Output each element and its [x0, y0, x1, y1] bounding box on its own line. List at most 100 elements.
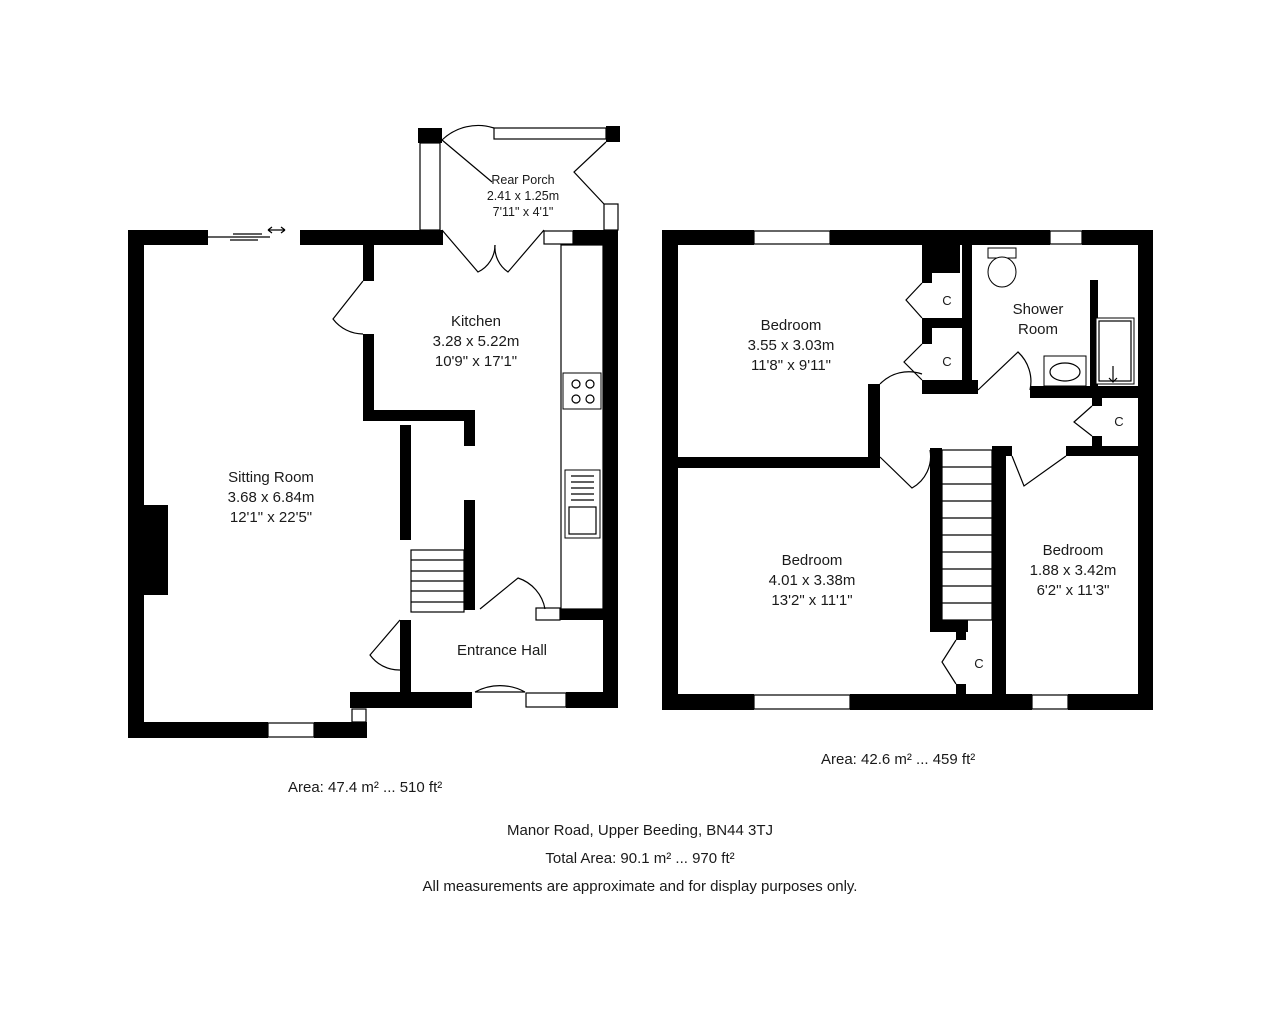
- chimney-breast-icon: [144, 505, 168, 595]
- door-swing: [332, 280, 364, 335]
- sitting-room-imperial: 12'1" x 22'5": [230, 509, 312, 526]
- door-swing: [941, 639, 957, 685]
- wall: [922, 318, 964, 328]
- wall: [922, 245, 932, 283]
- door-swing: [474, 685, 526, 693]
- wall: [128, 230, 144, 738]
- first-floor-area: Area: 42.6 m² ... 459 ft²: [821, 751, 976, 768]
- wall: [363, 245, 374, 281]
- wall: [128, 230, 208, 245]
- kitchen-metric: 3.28 x 5.22m: [433, 333, 520, 350]
- shower-room-line-1: Shower: [1013, 301, 1064, 318]
- door-swing: [905, 282, 923, 319]
- bedroom-3-name: Bedroom: [1043, 542, 1104, 559]
- bedroom-3-imperial: 6'2" x 11'3": [1037, 582, 1110, 599]
- hob-icon: [562, 372, 602, 410]
- wall: [400, 620, 411, 692]
- ground-floor-plan: [128, 124, 620, 738]
- wall: [1082, 230, 1153, 245]
- porch-window: [493, 127, 607, 140]
- wall: [1066, 446, 1138, 456]
- window: [543, 230, 574, 245]
- sliding-door-arrow-icon: [267, 226, 286, 234]
- door-swing: [479, 577, 546, 610]
- wall: [1092, 398, 1102, 406]
- window: [267, 722, 315, 738]
- entrance-hall-name: Entrance Hall: [457, 642, 547, 659]
- door-swing: [977, 351, 1032, 391]
- wall: [1090, 280, 1098, 386]
- door-swing: [879, 449, 932, 489]
- bedroom-2-imperial: 13'2" x 11'1": [771, 592, 852, 609]
- wall: [932, 245, 960, 273]
- wall: [606, 126, 620, 142]
- window: [753, 230, 831, 245]
- cupboard-label: C: [1114, 414, 1123, 429]
- door-swing: [1011, 455, 1067, 487]
- shower-tray-icon: [1095, 317, 1135, 385]
- bedroom-1-metric: 3.55 x 3.03m: [748, 337, 835, 354]
- wall: [662, 230, 678, 710]
- wall: [1030, 386, 1138, 398]
- wall: [560, 609, 618, 620]
- kitchen-name: Kitchen: [451, 313, 501, 330]
- ground-floor-area: Area: 47.4 m² ... 510 ft²: [288, 779, 443, 796]
- wall: [956, 684, 966, 694]
- door-swing: [441, 124, 495, 183]
- window: [525, 692, 567, 708]
- worktop: [560, 244, 604, 610]
- wall: [662, 230, 754, 245]
- wall: [363, 410, 475, 421]
- wall: [300, 230, 443, 245]
- door-swing: [369, 619, 401, 671]
- wall: [868, 384, 880, 468]
- door-swing: [1073, 405, 1093, 437]
- wall: [464, 500, 475, 610]
- sliding-door: [208, 233, 270, 241]
- disclaimer: All measurements are approximate and for…: [422, 878, 858, 895]
- door-swing: [903, 343, 923, 381]
- shower-room-line-2: Room: [1018, 321, 1058, 338]
- wall: [1138, 230, 1153, 710]
- window: [1049, 230, 1083, 245]
- bedroom-2-name: Bedroom: [782, 552, 843, 569]
- sitting-room-name: Sitting Room: [228, 469, 314, 486]
- rear-porch-imperial: 7'11" x 4'1": [493, 205, 554, 219]
- porch-window: [603, 203, 619, 231]
- door-swing: [494, 229, 545, 273]
- wall: [922, 380, 978, 394]
- door-swing: [441, 229, 496, 273]
- window: [351, 708, 367, 723]
- sink-icon: [564, 469, 601, 539]
- wall: [350, 692, 472, 708]
- kitchen-imperial: 10'9" x 17'1": [435, 353, 517, 370]
- wall: [930, 448, 942, 630]
- wall: [850, 694, 1032, 710]
- porch-window: [419, 142, 441, 231]
- wall: [418, 128, 442, 143]
- wall: [830, 230, 1050, 245]
- wall: [662, 694, 754, 710]
- bedroom-3-metric: 1.88 x 3.42m: [1030, 562, 1117, 579]
- wall: [930, 620, 968, 632]
- window: [753, 694, 851, 710]
- wall: [464, 410, 475, 446]
- wall: [922, 318, 932, 344]
- wall: [603, 230, 618, 708]
- wall: [678, 457, 880, 468]
- door-swing: [573, 141, 607, 205]
- wall: [962, 245, 972, 387]
- bedroom-1-imperial: 11'8" x 9'11": [751, 357, 831, 374]
- cupboard-label: C: [942, 293, 951, 308]
- window: [1031, 694, 1069, 710]
- door-swing: [879, 371, 923, 385]
- cupboard-label: C: [942, 354, 951, 369]
- wall: [314, 722, 367, 738]
- sitting-room-metric: 3.68 x 6.84m: [228, 489, 315, 506]
- wall: [400, 425, 411, 540]
- bedroom-1-name: Bedroom: [761, 317, 822, 334]
- total-area: Total Area: 90.1 m² ... 970 ft²: [545, 850, 735, 867]
- wall: [956, 632, 966, 640]
- window: [535, 607, 561, 621]
- wall: [1068, 694, 1153, 710]
